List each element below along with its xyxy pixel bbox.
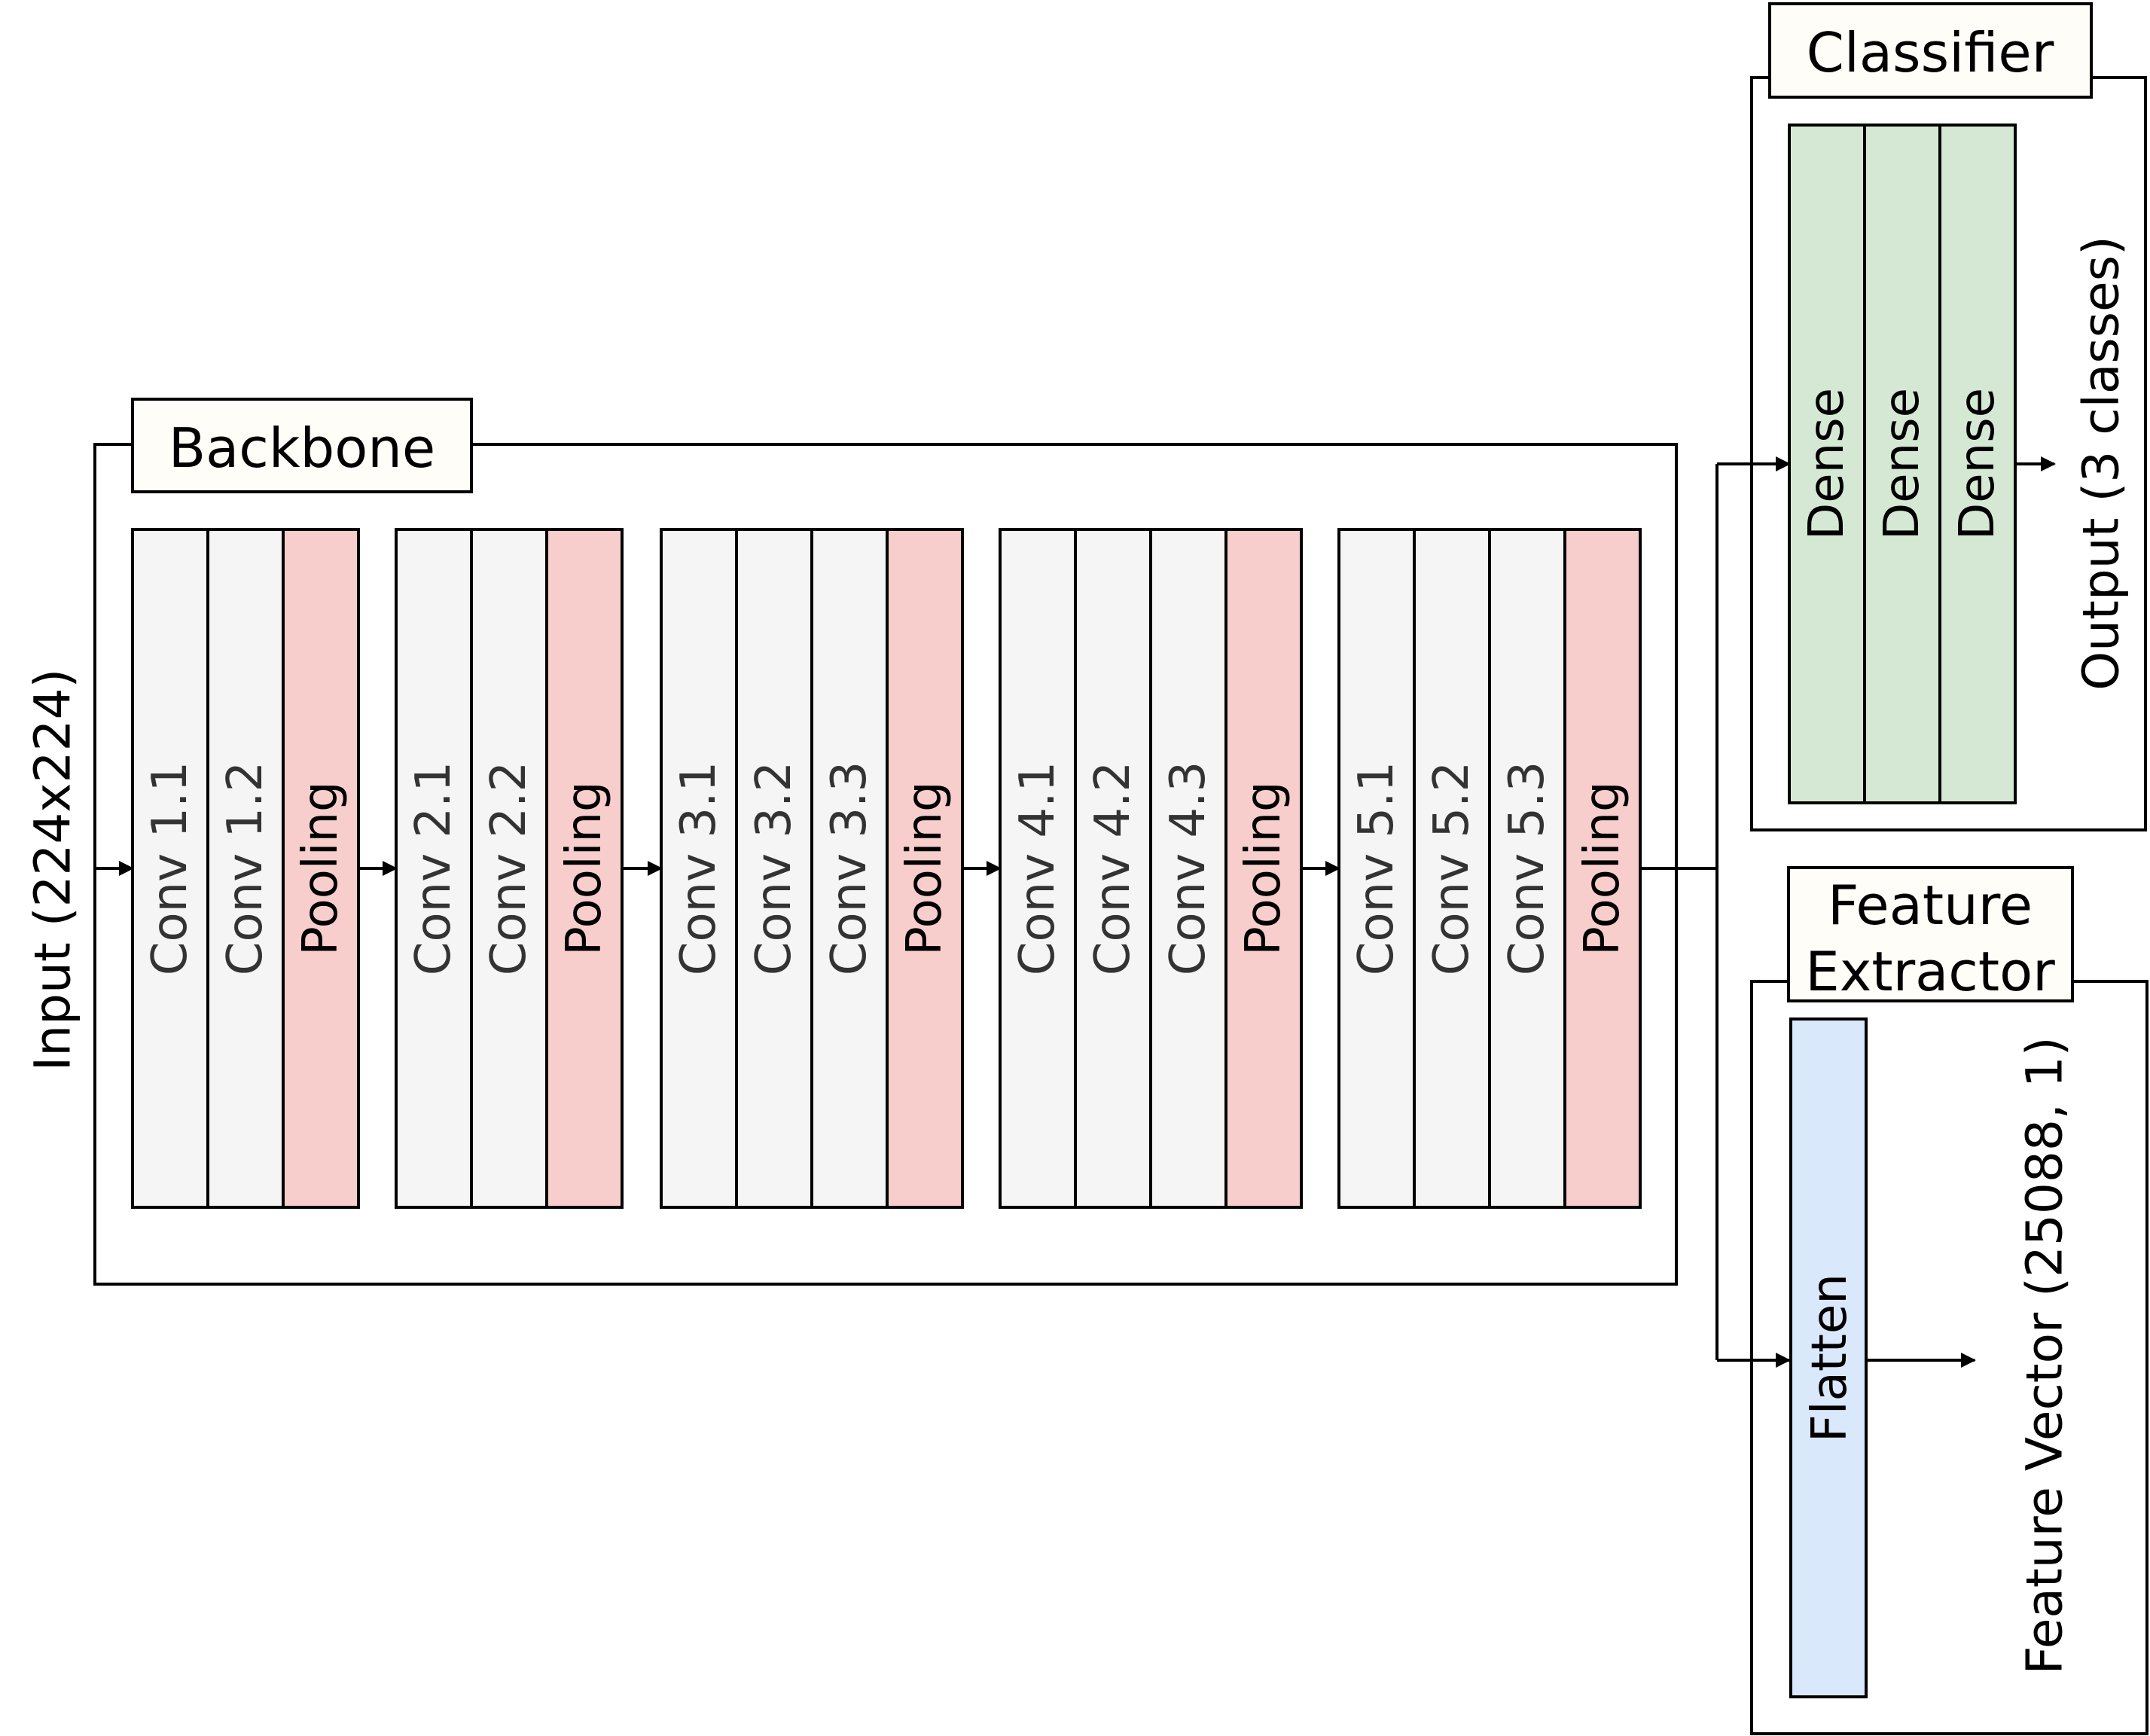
- output-label: Output (3 classes): [2072, 236, 2130, 691]
- split-wiring: [1642, 456, 1791, 1368]
- conv-layer: [1413, 528, 1491, 1209]
- conv-label: Conv 2.2: [481, 761, 537, 975]
- backbone-block-4: Conv 4.1 Conv 4.2 Conv 4.3 Pooling: [999, 528, 1303, 1209]
- conv-label: Conv 1.2: [218, 761, 273, 975]
- conv-label: Conv 3.3: [822, 761, 877, 975]
- backbone-title-box: [131, 398, 473, 493]
- classifier-container: Classifier Dense Dense Dense Output (3 cla…: [1750, 2, 2147, 831]
- conv-label: Conv 4.2: [1085, 761, 1141, 975]
- backbone-block-3: Conv 3.1 Conv 3.2 Conv 3.3 Pooling: [660, 528, 964, 1209]
- flatten-layer: [1789, 1017, 1868, 1698]
- dense-layer: [1788, 124, 1866, 804]
- backbone-frame: [93, 443, 1678, 1286]
- pooling-layer: [1563, 528, 1642, 1209]
- dense-label: Dense: [1874, 388, 1930, 540]
- classifier-title: Classifier: [1807, 21, 2054, 84]
- backbone-block-5: Conv 5.1 Conv 5.2 Conv 5.3 Pooling: [1337, 528, 1642, 1209]
- feature-extractor-title-box: [1787, 866, 2074, 1002]
- pooling-layer: [545, 528, 624, 1209]
- pooling-label: Pooling: [1236, 781, 1292, 955]
- conv-label: Conv 4.1: [1010, 761, 1066, 975]
- pooling-layer: [886, 528, 964, 1209]
- feature-vector-label: Feature Vector (25088, 1): [2016, 1036, 2074, 1674]
- conv-label: Conv 3.1: [671, 761, 727, 975]
- conv-layer: [1074, 528, 1152, 1209]
- conv-layer: [470, 528, 548, 1209]
- feature-extractor-container: Feature Extractor Flatten Feature Vector…: [1750, 866, 2148, 1735]
- dense-label: Dense: [1799, 388, 1855, 540]
- pooling-layer: [282, 528, 360, 1209]
- conv-layer: [1337, 528, 1416, 1209]
- classifier-title-box: [1768, 2, 2093, 99]
- backbone-title: Backbone: [169, 416, 435, 480]
- pooling-label: Pooling: [557, 781, 612, 955]
- dense-layer: [1938, 124, 2017, 804]
- conv-layer: [1488, 528, 1566, 1209]
- backbone-blocks: Conv 1.1 Conv 1.2 Pooling Conv 2.1 Conv 2.2 P…: [131, 528, 1642, 1209]
- pooling-layer: [1224, 528, 1303, 1209]
- dense-layers: Dense Dense Dense: [1788, 124, 2017, 804]
- backbone-block-2: Conv 2.1 Conv 2.2 Pooling: [395, 528, 624, 1209]
- pooling-label: Pooling: [897, 781, 953, 955]
- conv-label: Conv 4.3: [1160, 761, 1216, 975]
- conv-layer: [206, 528, 285, 1209]
- pooling-label: Pooling: [1575, 781, 1630, 955]
- conv-layer: [395, 528, 473, 1209]
- flatten-label: Flatten: [1802, 1274, 1858, 1442]
- conv-label: Conv 1.1: [142, 761, 198, 975]
- conv-label: Conv 5.1: [1349, 761, 1404, 975]
- conv-label: Conv 5.2: [1424, 761, 1480, 975]
- feature-extractor-title-line2: Extractor: [1805, 940, 2055, 1003]
- backbone-block-1: Conv 1.1 Conv 1.2 Pooling: [131, 528, 360, 1209]
- conv-label: Conv 3.2: [746, 761, 802, 975]
- conv-label: Conv 2.1: [406, 761, 462, 975]
- conv-layer: [131, 528, 209, 1209]
- feature-extractor-title-line1: Feature: [1828, 874, 2033, 937]
- input-label: Input (224x224): [24, 669, 82, 1071]
- conv-label: Conv 5.3: [1499, 761, 1555, 975]
- conv-layer: [810, 528, 889, 1209]
- conv-layer: [999, 528, 1077, 1209]
- conv-layer: [735, 528, 813, 1209]
- dense-label: Dense: [1950, 388, 2005, 540]
- conv-layer: [1149, 528, 1227, 1209]
- pooling-label: Pooling: [293, 781, 349, 955]
- backbone-container: Backbone: [93, 398, 1678, 1286]
